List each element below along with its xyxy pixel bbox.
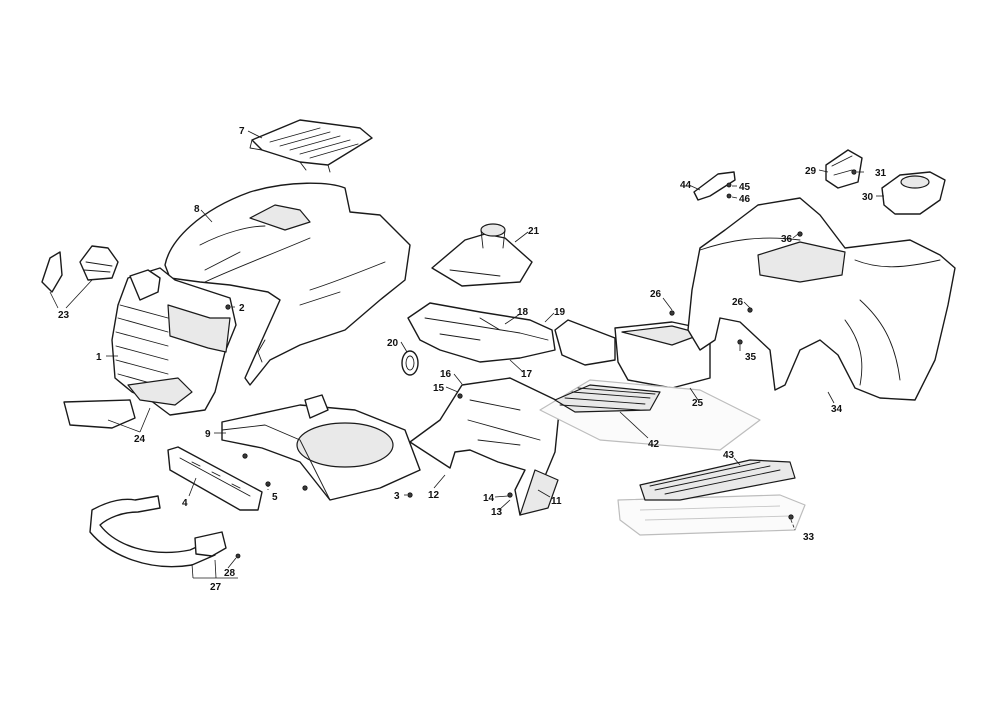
part-27-bumper: [89, 495, 227, 568]
screw-9b: [242, 453, 248, 459]
part-42-footrest-mat: [554, 384, 661, 413]
callout-31: 31: [875, 168, 887, 179]
callout-33: 33: [803, 532, 815, 543]
part-25-battery-box: [614, 321, 711, 389]
screw-14: [507, 492, 513, 498]
callout-14: 14: [483, 493, 495, 504]
part-11-console: [409, 377, 561, 516]
part-20-cap: [401, 350, 419, 376]
callout-34: 34: [831, 404, 843, 415]
callout-13: 13: [491, 507, 503, 518]
callout-26-fender: 26: [732, 297, 744, 308]
callout-9: 9: [205, 429, 211, 440]
part-44-small-cover: [693, 171, 736, 201]
callout-3: 3: [394, 491, 400, 502]
callout-8: 8: [194, 204, 200, 215]
screw-9a: [302, 485, 308, 491]
callout-42: 42: [648, 439, 660, 450]
callout-24: 24: [134, 434, 146, 445]
part-19-side-shroud: [554, 319, 616, 366]
callout-1: 1: [96, 352, 102, 363]
callout-26-battery: 26: [650, 289, 662, 300]
callout-29: 29: [805, 166, 817, 177]
screw-46: [726, 193, 732, 199]
callout-19: 19: [554, 307, 566, 318]
part-21-top-cover: [431, 223, 533, 287]
screw-26a: [669, 310, 675, 316]
callout-27: 27: [210, 582, 222, 593]
screw-2: [225, 304, 231, 310]
callout-labels: 7 8 2 1 23 24 9 4 5 3 12 16 15 17 18 19 …: [58, 126, 887, 593]
part-7-top-tray: [249, 119, 373, 173]
screw-31: [851, 169, 857, 175]
part-4-side-bracket: [167, 446, 263, 511]
part-8-hood: [164, 182, 411, 386]
screw-33: [788, 514, 794, 520]
part-1-front-grille: [111, 267, 237, 416]
part-9-floor-pan: [221, 394, 421, 501]
fasteners: [225, 169, 857, 559]
callout-16: 16: [440, 369, 452, 380]
callout-12: 12: [428, 490, 440, 501]
callout-45: 45: [739, 182, 751, 193]
screw-16: [457, 393, 463, 399]
callout-18: 18: [517, 307, 529, 318]
callout-36: 36: [781, 234, 793, 245]
callout-21: 21: [528, 226, 540, 237]
callout-35: 35: [745, 352, 757, 363]
screw-28: [235, 553, 241, 559]
callout-11: 11: [551, 496, 562, 507]
callout-46: 46: [739, 194, 751, 205]
callout-15: 15: [433, 383, 445, 394]
clip-35: [737, 339, 743, 345]
callout-7: 7: [239, 126, 245, 137]
callout-2: 2: [239, 303, 245, 314]
callout-25: 25: [692, 398, 704, 409]
part-24-front-trims: [63, 399, 136, 429]
leader-lines: [49, 130, 884, 579]
part-30-rear-cap: [881, 171, 946, 215]
screw-45: [726, 182, 732, 188]
part-34-rear-fender: [687, 197, 956, 401]
callout-4: 4: [182, 498, 188, 509]
callout-44: 44: [680, 180, 692, 191]
callout-43: 43: [723, 450, 735, 461]
callout-20: 20: [387, 338, 399, 349]
screw-3: [407, 492, 413, 498]
screw-36: [797, 231, 803, 237]
screw-26b: [747, 307, 753, 313]
part-43-footrest-plate-ghost: [617, 494, 806, 536]
callout-30: 30: [862, 192, 874, 203]
callout-5: 5: [272, 492, 278, 503]
part-23-side-panels: [41, 245, 119, 293]
part-29-clip-box: [825, 149, 863, 189]
callout-17: 17: [521, 369, 533, 380]
callout-23: 23: [58, 310, 70, 321]
callout-28: 28: [224, 568, 236, 579]
part-43-footrest-mat: [639, 459, 796, 501]
part-17-steering-shroud: [407, 302, 556, 363]
